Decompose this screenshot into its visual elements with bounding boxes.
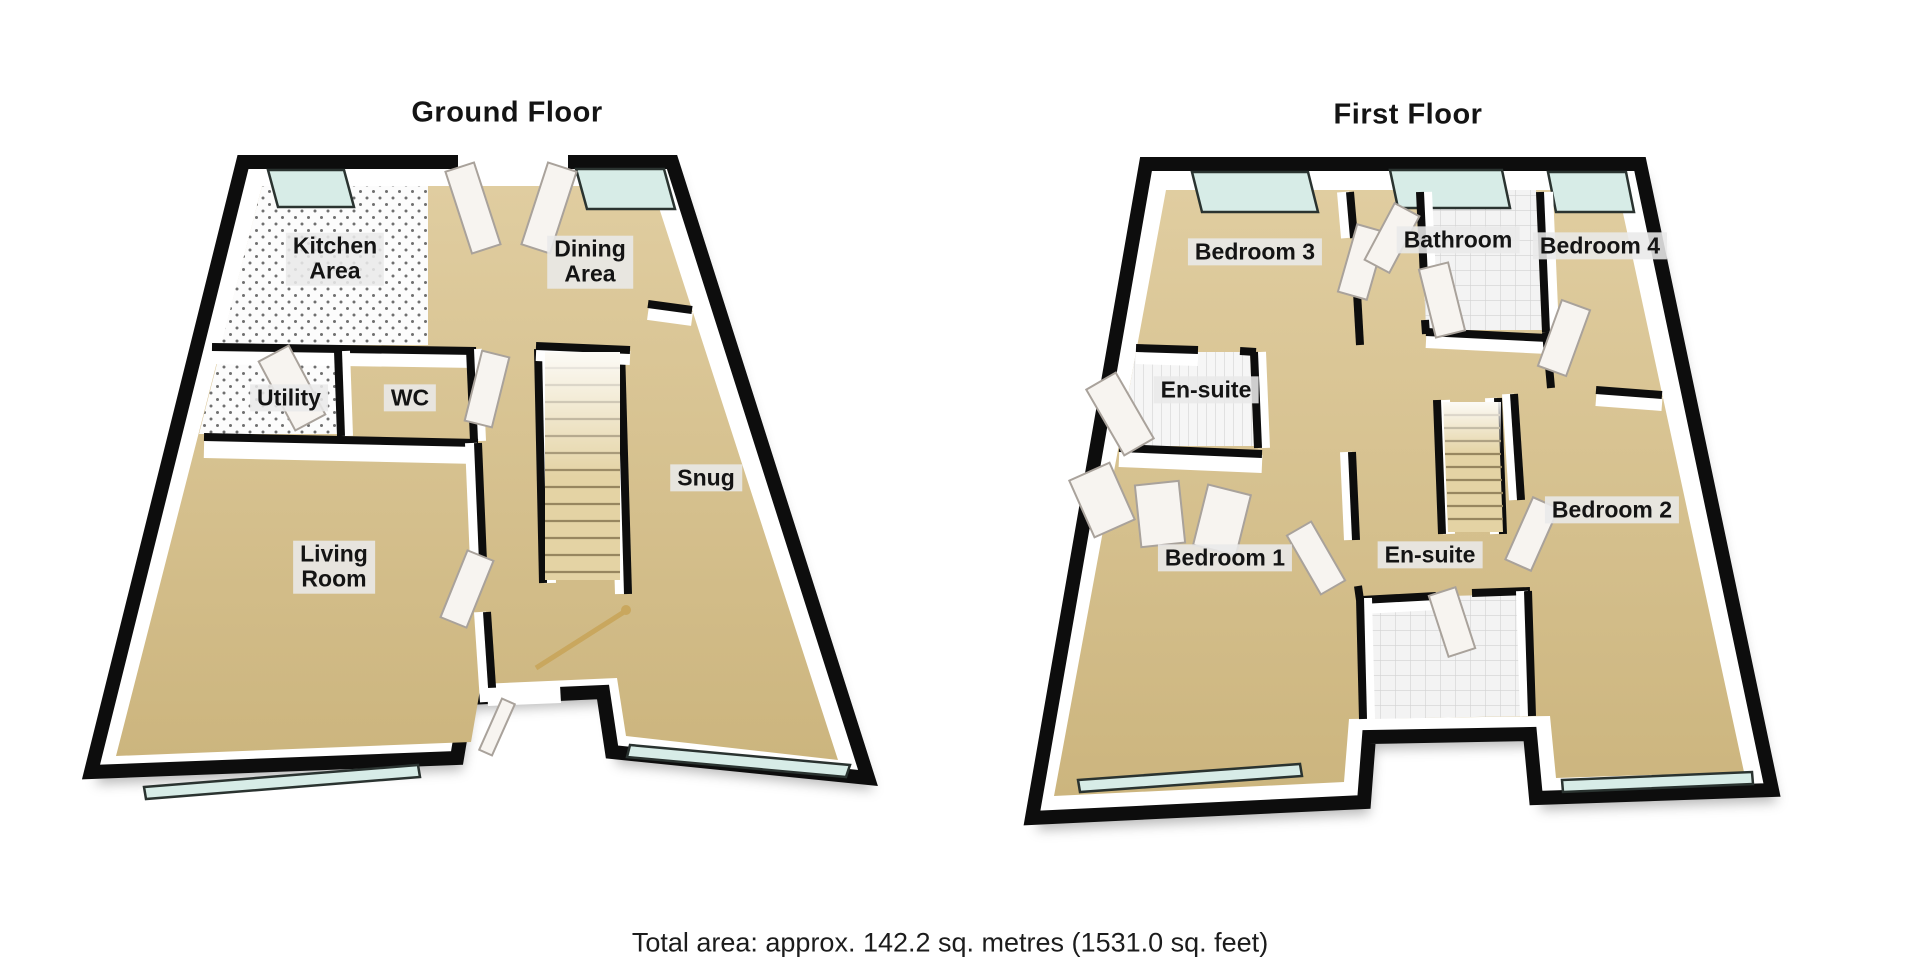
bathroom-door <box>1417 261 1467 339</box>
bedroom3-window <box>1190 170 1320 214</box>
living-room-door <box>439 549 495 629</box>
bathroom-window <box>1388 168 1512 210</box>
front-door-leaf <box>477 697 517 757</box>
wardrobe <box>1133 479 1187 549</box>
wardrobe <box>1067 461 1137 539</box>
room-label-bedroom-3: Bedroom 3 <box>1187 238 1323 266</box>
french-door-leaf-left <box>444 161 502 255</box>
bedroom4-window <box>1546 170 1636 214</box>
room-label-utility: Utility <box>250 384 328 412</box>
bedroom2-window <box>1560 770 1755 794</box>
entrance <box>477 685 561 757</box>
room-label-bedroom-1: Bedroom 1 <box>1157 544 1293 572</box>
ensuite1-door <box>1084 371 1156 457</box>
french-door-opening <box>458 153 568 172</box>
room-label-kitchen-area: Kitchen Area <box>285 232 385 286</box>
ensuite2-door <box>1427 585 1477 659</box>
french-door-leaf-right <box>520 161 578 255</box>
bedroom1-window <box>1076 762 1304 794</box>
room-label-wc: WC <box>383 384 437 412</box>
room-label-dining-area: Dining Area <box>547 235 633 289</box>
snug-window <box>625 743 852 779</box>
total-area-caption: Total area: approx. 142.2 sq. metres (15… <box>631 927 1269 958</box>
first-floor-plan <box>1023 157 1781 830</box>
french-doors <box>444 153 578 255</box>
ground-floor-plan <box>81 153 878 801</box>
wc-door <box>463 349 511 429</box>
ground-windows <box>142 167 852 801</box>
bedroom1-wardrobes <box>1067 461 1253 557</box>
room-label-snug: Snug <box>670 464 742 492</box>
first-staircase <box>1443 402 1503 532</box>
bedroom4-door <box>1536 298 1592 378</box>
room-label-bedroom-2: Bedroom 2 <box>1544 496 1680 524</box>
room-label-living-room: Living Room <box>293 540 375 594</box>
room-label-bedroom-4: Bedroom 4 <box>1532 232 1668 260</box>
room-label-ensuite-1: En-suite <box>1153 376 1259 404</box>
front-door-opening <box>487 685 561 706</box>
room-label-ensuite-2: En-suite <box>1377 541 1483 569</box>
dining-window <box>574 167 677 211</box>
ground-floor-title: Ground Floor <box>411 96 603 129</box>
ground-staircase <box>534 352 631 671</box>
bedroom1-door <box>1285 520 1347 596</box>
living-room-window <box>142 763 422 801</box>
first-floor-title: First Floor <box>1333 98 1483 131</box>
first-windows <box>1076 168 1755 794</box>
room-label-bathroom: Bathroom <box>1396 226 1520 254</box>
banister <box>534 609 626 671</box>
kitchen-window <box>266 168 356 209</box>
first-doors <box>1084 201 1592 659</box>
